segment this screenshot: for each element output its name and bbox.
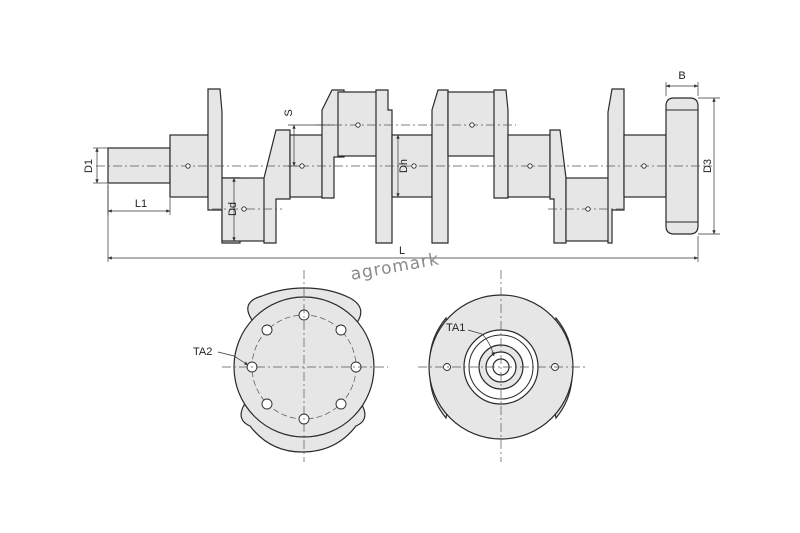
- dh-label: Dh: [398, 159, 410, 173]
- oil-hole: [185, 163, 191, 169]
- bolt-hole: [335, 398, 347, 410]
- s-label: S: [283, 109, 295, 116]
- oil-hole: [241, 206, 247, 212]
- oil-hole: [641, 163, 647, 169]
- d3-label: D3: [702, 159, 714, 173]
- side-view: [96, 88, 712, 244]
- crank-web-2: [263, 129, 291, 244]
- oil-hole: [585, 206, 591, 212]
- front-end-view: TA2: [193, 270, 388, 462]
- front-shaft-end: [107, 147, 171, 184]
- dd-label: Dd: [227, 202, 239, 216]
- b-label: B: [678, 70, 685, 82]
- bolt-hole: [261, 324, 273, 336]
- rear-end-view: TA1: [418, 270, 588, 462]
- ta2-label: TA2: [193, 346, 212, 358]
- l1-label: L1: [135, 198, 147, 210]
- crank-web-4: [375, 89, 393, 244]
- crank-web-6: [493, 89, 509, 199]
- bolt-hole: [335, 324, 347, 336]
- crank-web-5: [431, 89, 449, 244]
- l-label: L: [399, 245, 405, 257]
- oil-hole: [527, 163, 533, 169]
- oil-hole: [469, 122, 475, 128]
- d1-label: D1: [83, 159, 95, 173]
- watermark-text: agromark: [349, 249, 441, 284]
- oil-hole: [411, 163, 417, 169]
- bolt-hole: [261, 398, 273, 410]
- crank-web-7: [549, 129, 567, 244]
- oil-hole: [355, 122, 361, 128]
- ta1-label: TA1: [446, 322, 465, 334]
- oil-hole: [299, 163, 305, 169]
- dimensions: D1 L1 Dd S Dh B D3 L: [83, 70, 720, 262]
